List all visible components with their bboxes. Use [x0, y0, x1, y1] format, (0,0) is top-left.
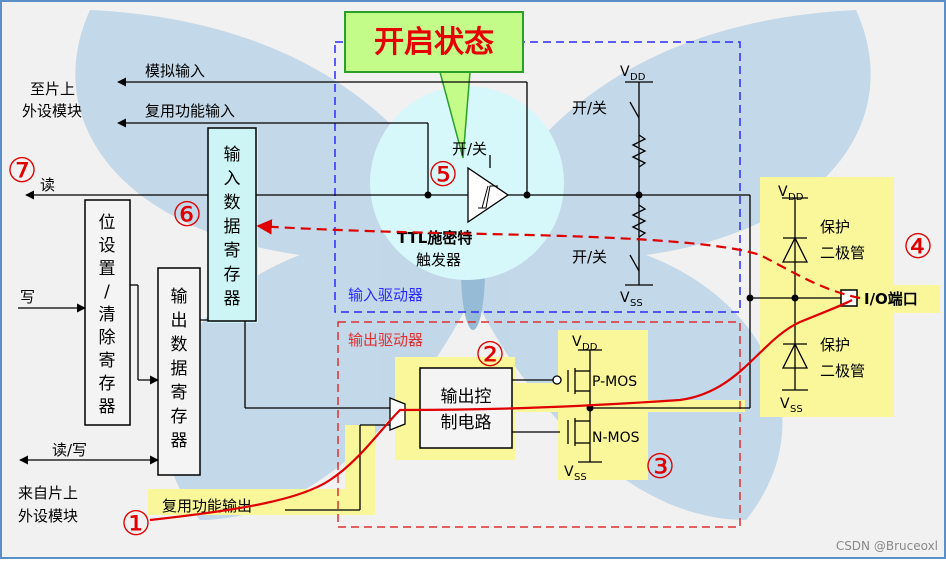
marker-5: ⑤ [428, 155, 458, 195]
bit-set-reset-register [84, 199, 131, 426]
bsr-reg-ch: / [104, 282, 110, 302]
vss-diode-sub: SS [790, 404, 803, 415]
marker-4: ④ [903, 227, 933, 267]
schmitt-trigger [467, 155, 510, 224]
input-data-reg-ch: 存 [224, 265, 241, 285]
to-peripheral-l2: 外设模块 [22, 102, 82, 120]
pulldown-on-off-label: 开/关 [572, 248, 607, 266]
output-data-reg-ch: 存 [171, 407, 188, 427]
vss-input-sub: SS [630, 298, 643, 309]
input-data-register [207, 127, 257, 322]
output-driver-box [337, 321, 741, 528]
from-peripheral-l1: 来自片上 [18, 484, 78, 502]
protect-diode-top-2: 二极管 [820, 244, 865, 262]
output-driver-label: 输出驱动器 [348, 331, 423, 349]
vss-nmos-sub: SS [574, 472, 587, 483]
to-peripheral-l1: 至片上 [30, 80, 75, 98]
io-pin-label: I/O端口 [864, 290, 918, 308]
input-data-reg-ch: 器 [224, 289, 241, 309]
input-driver-label: 输入驱动器 [348, 286, 423, 304]
analog-in-label: 模拟输入 [145, 62, 205, 80]
ttl-schmitt-label-2: 触发器 [416, 251, 461, 269]
bsr-reg-ch: 除 [99, 328, 116, 348]
pullup-on-off-label: 开/关 [572, 99, 607, 117]
watermark-text: CSDN @Bruceoxl [836, 539, 938, 553]
marker-6: ⑥ [172, 195, 202, 235]
input-data-reg-ch: 数 [224, 193, 241, 213]
vdd-pmos-sub: DD [582, 342, 598, 353]
marker-7: ⑦ [7, 151, 37, 191]
bsr-reg-ch: 寄 [99, 351, 116, 371]
alt-func-in-label: 复用功能输入 [145, 102, 235, 120]
from-peripheral-l2: 外设模块 [18, 507, 78, 525]
read-write-label: 读/写 [52, 441, 87, 459]
protect-diode-bot-2: 二极管 [820, 362, 865, 380]
output-data-reg-ch: 寄 [171, 383, 188, 403]
output-signal-path [149, 299, 853, 522]
output-data-register [157, 267, 201, 476]
output-data-reg-ch: 输 [171, 287, 188, 307]
protection-diodes [781, 236, 809, 369]
vdd-input-sub: DD [630, 72, 646, 83]
marker-3: ③ [645, 447, 675, 487]
pull-up-resistor [629, 101, 647, 272]
title-callout: 开启状态 [344, 11, 524, 159]
vdd-input-label: V [620, 64, 630, 80]
nmos-label: N-MOS [592, 430, 640, 446]
input-data-reg-ch: 输 [224, 145, 241, 165]
output-control-line1: 输出控 [441, 387, 492, 407]
ttl-schmitt-label-1: TTL施密特 [397, 229, 472, 247]
vdd-diode-sub: DD [788, 192, 804, 203]
input-data-reg-ch: 寄 [224, 241, 241, 261]
bsr-reg-ch: 清 [99, 305, 116, 325]
input-driver-box [334, 41, 741, 313]
write-label: 写 [20, 288, 35, 306]
protect-diode-top-1: 保护 [820, 218, 850, 236]
vss-input-label: V [620, 290, 630, 306]
marker-1: ① [121, 504, 151, 544]
vdd-diode-label: V [778, 184, 788, 200]
pmos-label: P-MOS [592, 374, 637, 390]
vss-nmos-label: V [564, 464, 574, 480]
input-data-reg-ch: 入 [224, 169, 241, 189]
marker-2: ② [475, 335, 505, 375]
bsr-reg-ch: 存 [99, 374, 116, 394]
bsr-reg-ch: 设 [99, 236, 116, 256]
bsr-reg-ch: 位 [99, 213, 116, 233]
input-data-reg-ch: 据 [224, 217, 241, 237]
protect-diode-bot-1: 保护 [820, 336, 850, 354]
output-data-reg-ch: 器 [171, 431, 188, 451]
output-data-reg-ch: 出 [171, 311, 188, 331]
bsr-reg-ch: 器 [99, 397, 116, 417]
read-label: 读 [40, 176, 55, 194]
output-data-reg-ch: 数 [171, 335, 188, 355]
title-callout-text: 开启状态 [374, 25, 494, 60]
vss-diode-label: V [780, 396, 790, 412]
vdd-pmos-label: V [572, 334, 582, 350]
bsr-reg-ch: 置 [99, 259, 116, 279]
output-data-reg-ch: 据 [171, 359, 188, 379]
input-signal-path [256, 219, 861, 300]
output-control-line2: 制电路 [441, 413, 492, 433]
bubble-on-off-label: 开/关 [452, 140, 487, 158]
